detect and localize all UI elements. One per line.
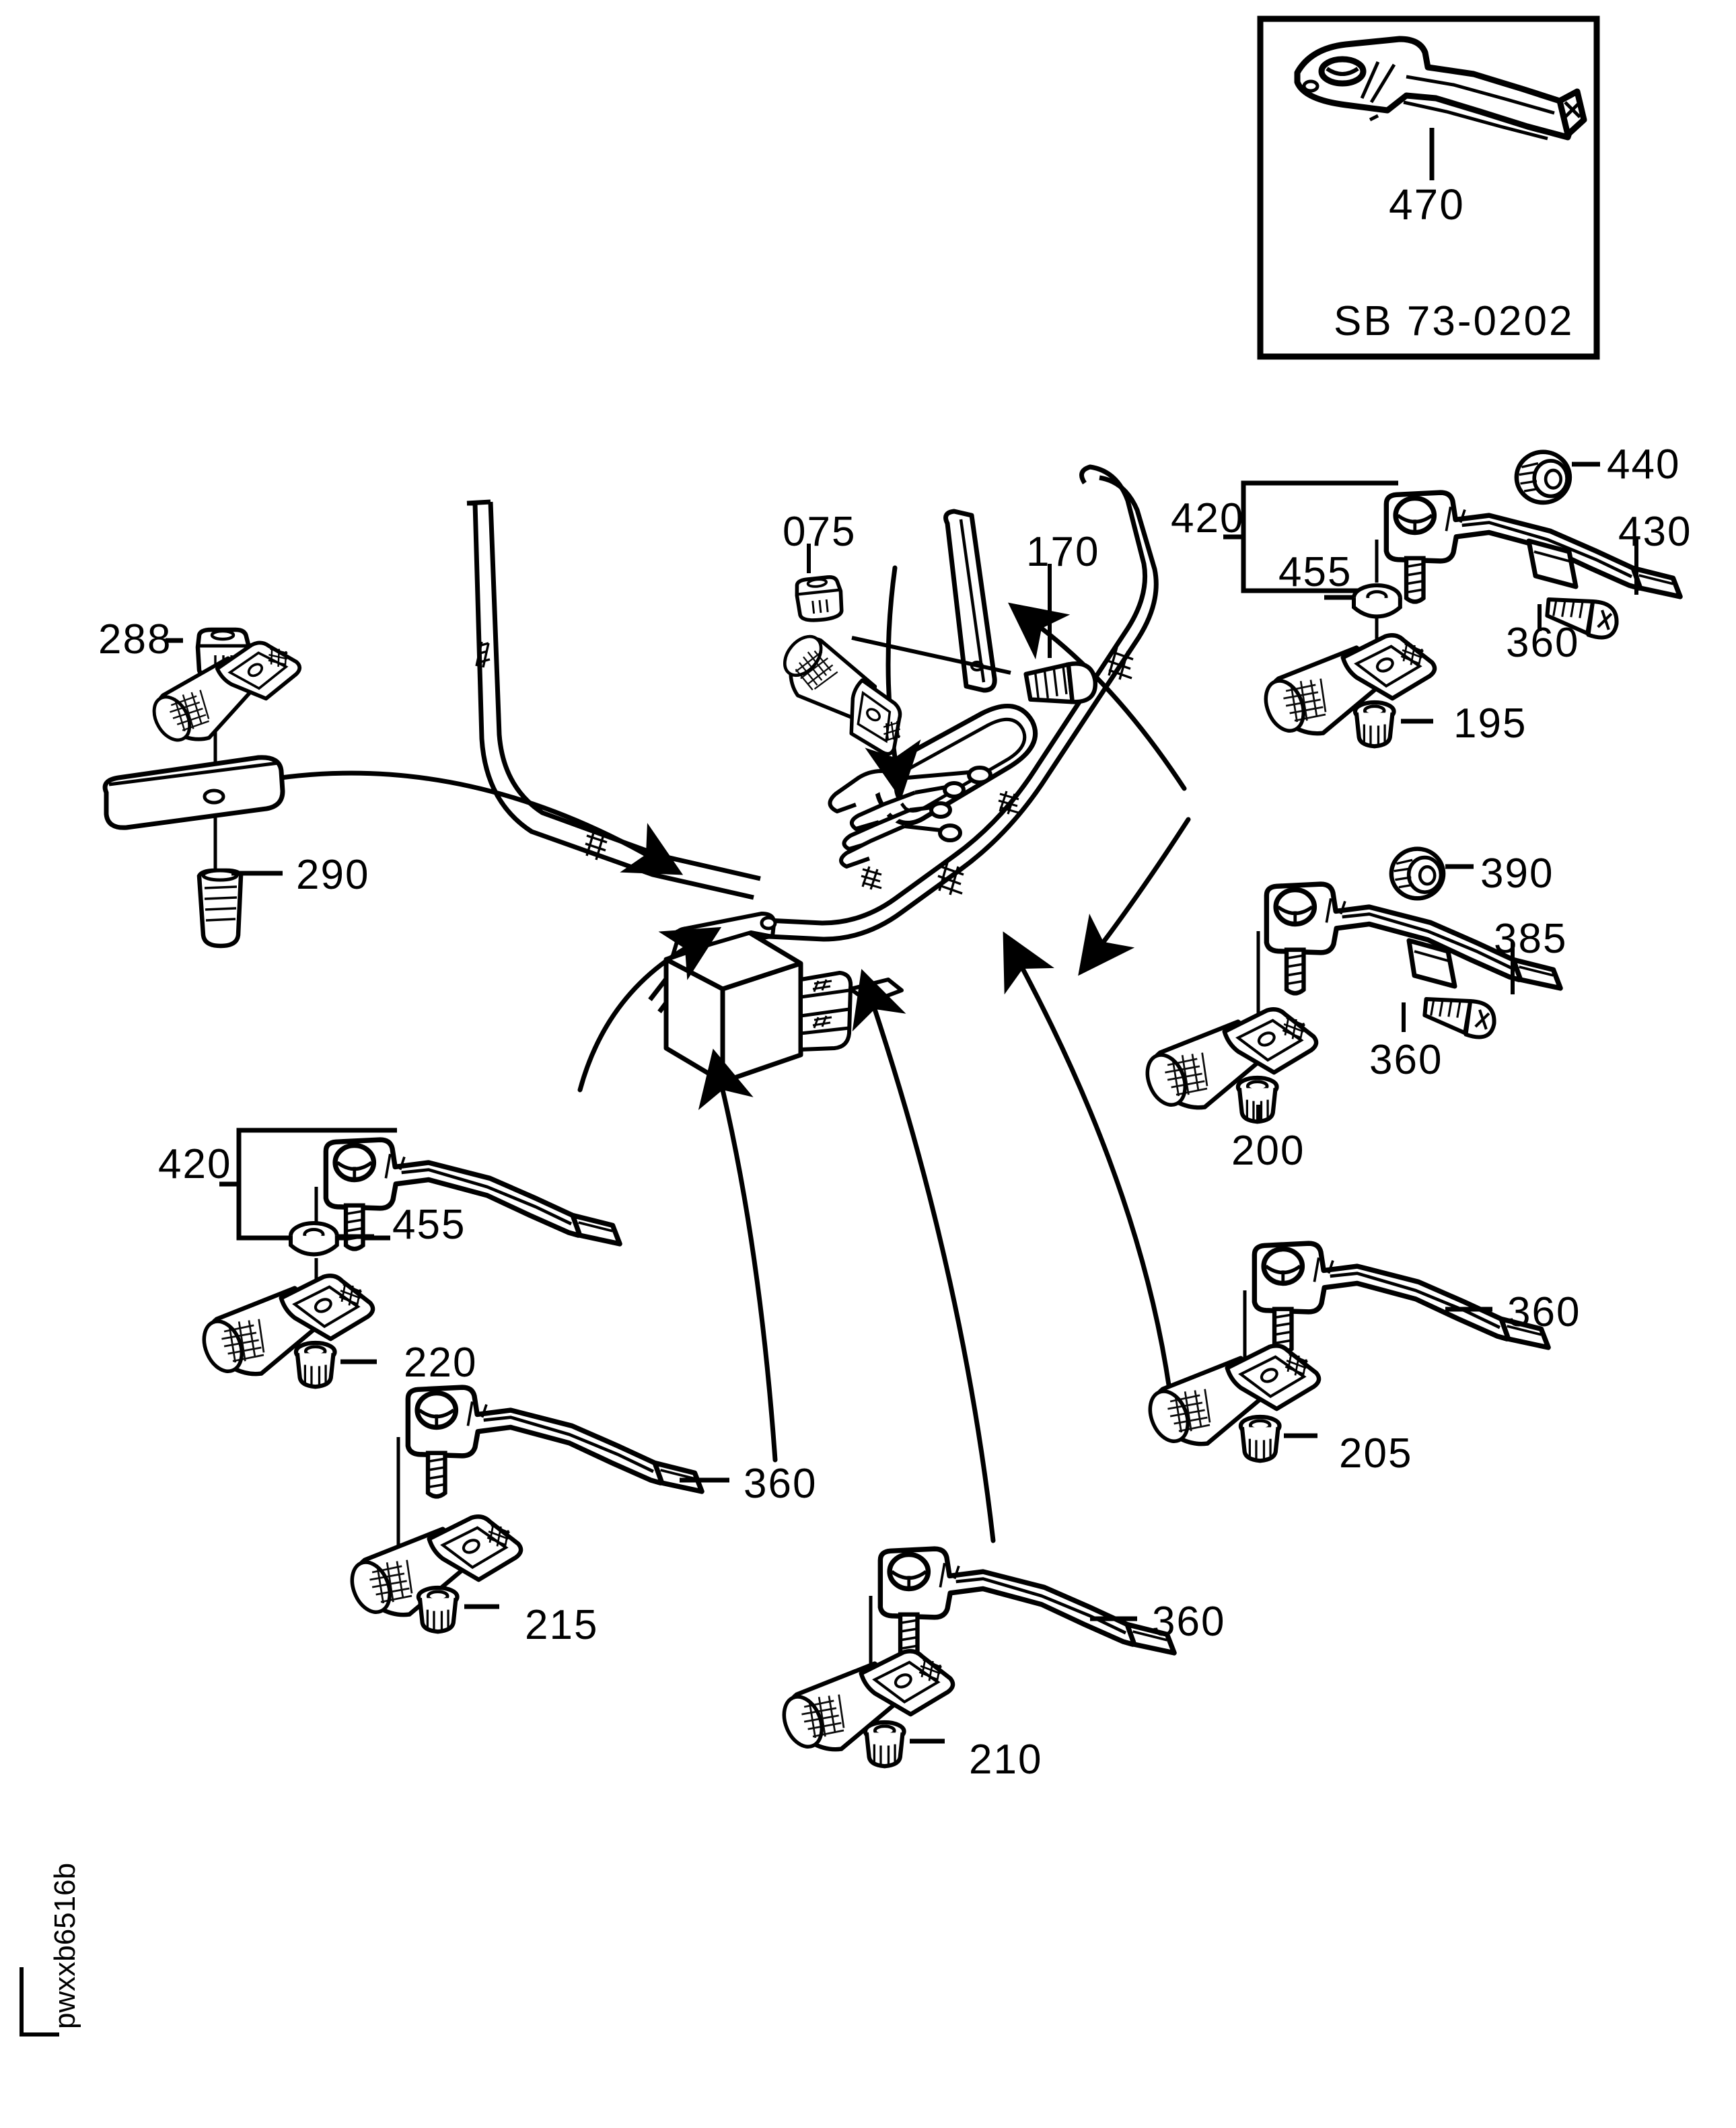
callout-170: 170 bbox=[1026, 529, 1100, 575]
callout-440: 440 bbox=[1607, 441, 1681, 488]
callout-195: 195 bbox=[1453, 700, 1527, 747]
callout-200: 200 bbox=[1231, 1128, 1305, 1174]
callout-220: 220 bbox=[404, 1340, 478, 1386]
inset-caption: SB 73-0202 bbox=[1334, 298, 1575, 344]
callout-360-mid-right: 360 bbox=[1369, 1037, 1443, 1083]
part-470-hanger bbox=[1294, 36, 1587, 180]
callout-455-bottom: 455 bbox=[392, 1202, 466, 1248]
cluster-bottom-right bbox=[1143, 1243, 1548, 1461]
cluster-mid-right bbox=[1141, 849, 1560, 1124]
callout-420-top: 420 bbox=[1171, 495, 1245, 542]
callout-075: 075 bbox=[783, 509, 857, 555]
cluster-bottom-left bbox=[345, 1387, 729, 1631]
assembly-pointer-arrows bbox=[238, 565, 1191, 1543]
cluster-075-170 bbox=[770, 509, 1097, 780]
callout-205: 205 bbox=[1339, 1430, 1413, 1477]
inset-panel bbox=[1257, 15, 1600, 360]
callout-470-inset: 470 bbox=[1389, 180, 1465, 229]
callout-290: 290 bbox=[296, 852, 370, 898]
cluster-bottom-center bbox=[777, 1549, 1174, 1766]
callout-210: 210 bbox=[969, 1736, 1043, 1783]
callout-360-bottom-right: 360 bbox=[1507, 1289, 1581, 1335]
callout-288: 288 bbox=[98, 616, 172, 663]
callout-455-top: 455 bbox=[1278, 549, 1352, 595]
cluster-288-290 bbox=[102, 630, 308, 949]
callout-420-bottom: 420 bbox=[158, 1141, 232, 1187]
callout-360-bottom-center: 360 bbox=[1152, 1599, 1226, 1645]
cluster-lower-left bbox=[197, 1128, 620, 1387]
sheet-watermark: pwxxb6516b bbox=[48, 1862, 81, 2029]
callout-430: 430 bbox=[1618, 509, 1692, 555]
cluster-top-right bbox=[1223, 452, 1680, 747]
callout-215: 215 bbox=[525, 1602, 599, 1648]
callout-390: 390 bbox=[1480, 850, 1554, 897]
callout-385: 385 bbox=[1494, 916, 1568, 962]
callout-360-top-right: 360 bbox=[1506, 620, 1580, 666]
callout-360-bottom-left: 360 bbox=[744, 1461, 818, 1507]
